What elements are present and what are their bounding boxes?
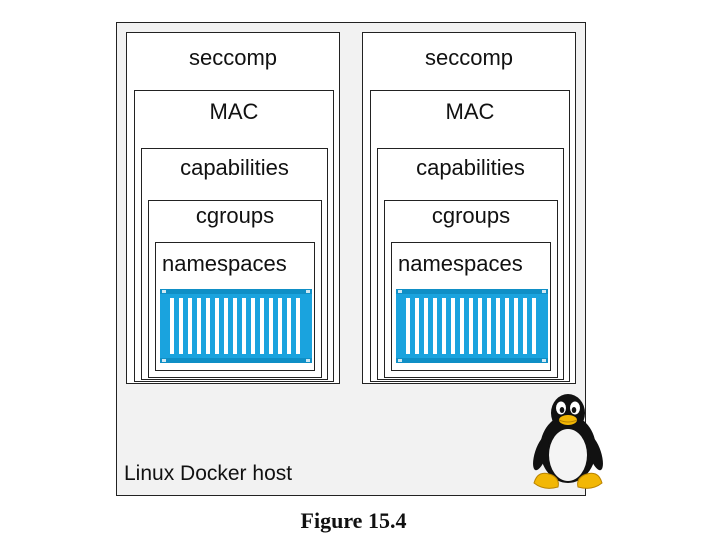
cgroups-layer: cgroups namespaces <box>384 200 558 378</box>
figure-caption: Figure 15.4 <box>300 508 407 533</box>
capabilities-label: capabilities <box>416 155 525 180</box>
namespaces-label: namespaces <box>398 251 523 276</box>
shipping-container-icon <box>160 289 312 363</box>
cgroups-label: cgroups <box>195 203 275 228</box>
seccomp-layer: seccomp MAC capabilities cgroups namespa… <box>126 32 340 384</box>
mac-label: MAC <box>445 99 495 124</box>
shipping-container-icon <box>396 289 548 363</box>
mac-layer: MAC capabilities cgroups namespaces <box>134 90 334 382</box>
mac-layer: MAC capabilities cgroups namespaces <box>370 90 570 382</box>
namespaces-label: namespaces <box>162 251 287 276</box>
cgroups-label: cgroups <box>431 203 511 228</box>
cgroups-layer: cgroups namespaces <box>148 200 322 378</box>
capabilities-label: capabilities <box>180 155 289 180</box>
seccomp-label: seccomp <box>188 45 278 70</box>
host-label: Linux Docker host <box>124 462 293 485</box>
mac-label: MAC <box>209 99 259 124</box>
capabilities-layer: capabilities cgroups namespaces <box>377 148 564 380</box>
linux-tux-icon <box>533 394 603 489</box>
capabilities-layer: capabilities cgroups namespaces <box>141 148 328 380</box>
seccomp-label: seccomp <box>424 45 514 70</box>
namespaces-layer: namespaces <box>155 242 315 371</box>
namespaces-layer: namespaces <box>391 242 551 371</box>
seccomp-layer: seccomp MAC capabilities cgroups namespa… <box>362 32 576 384</box>
container-security-stack-1: seccomp MAC capabilities cgroups namespa… <box>126 32 340 384</box>
linux-docker-host: seccomp MAC capabilities cgroups namespa… <box>116 22 603 496</box>
container-security-stack-2: seccomp MAC capabilities cgroups namespa… <box>362 32 576 384</box>
